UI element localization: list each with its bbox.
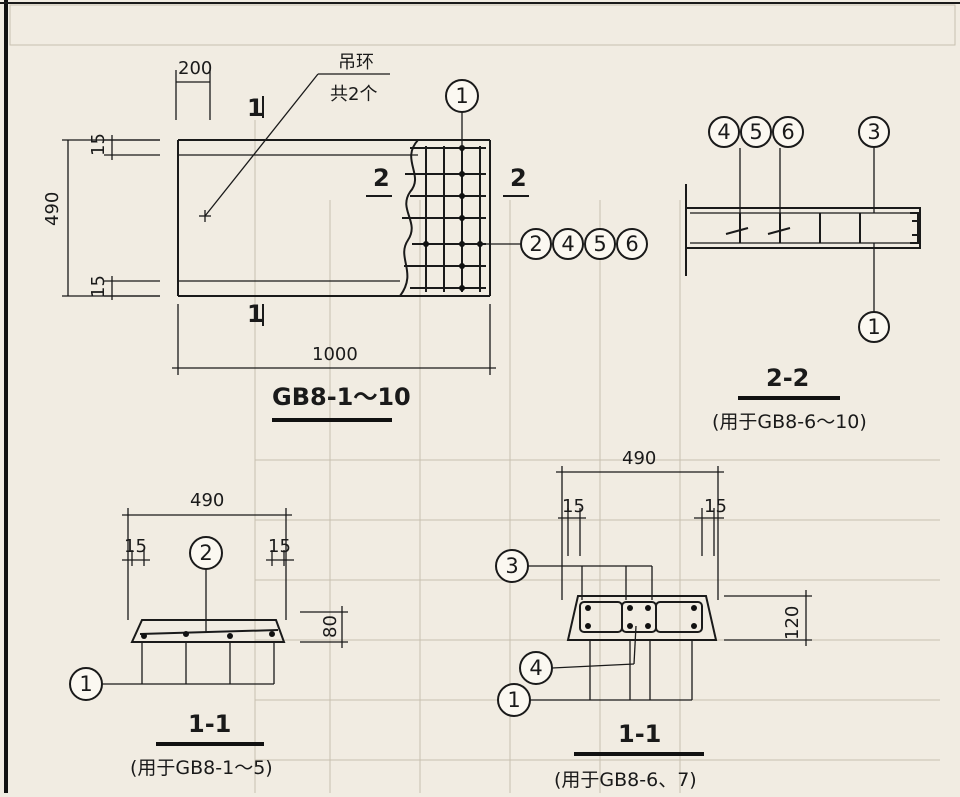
callout-label: 2: [529, 232, 542, 256]
callout-1-label: 1: [455, 84, 468, 108]
dim-top-cover-label: 15: [88, 133, 109, 156]
dim-120-label: 120: [782, 606, 803, 640]
slab-section-b: [566, 595, 718, 641]
section-1-1-a-note: (用于GB8-1～5): [130, 757, 273, 779]
section-2-2: 4 5 6 3 1 2-2 (用于GB8-6～10): [685, 116, 921, 433]
callout-4-label: 4: [529, 656, 542, 680]
cut-mark-1-top: 1: [247, 94, 264, 122]
callout-label: 6: [625, 232, 638, 256]
callout-label: 4: [561, 232, 574, 256]
lifting-ring-label: 吊环: [338, 52, 374, 73]
dim-490-label: 490: [190, 490, 224, 511]
dim-right-label: 15: [268, 536, 291, 557]
callout-label: 5: [593, 232, 606, 256]
lifting-ring-count: 共2个: [330, 84, 377, 105]
section-2-2-outline: [685, 207, 921, 249]
lifting-ring-leader: [204, 73, 319, 217]
section-2-2-title: 2-2: [766, 364, 809, 392]
callout-1-label: 1: [867, 315, 880, 339]
plan-title: GB8-1～10: [272, 383, 411, 411]
dim-200-label: 200: [178, 58, 212, 79]
callout-3-label: 3: [505, 554, 518, 578]
callout-1-label: 1: [507, 688, 520, 712]
cut-mark-2-left: 2: [373, 164, 390, 192]
dim-left-label: 15: [124, 536, 147, 557]
dim-1000-label: 1000: [312, 344, 358, 365]
callout-circle: [445, 79, 479, 113]
section-1-1-a-title: 1-1: [188, 710, 231, 738]
callout-label: 5: [749, 120, 762, 144]
section-1-1-a: 490 15 15 80 2 1 1-1 (用于G: [69, 490, 348, 779]
section-1-1-b-title: 1-1: [618, 720, 661, 748]
section-2-2-note: (用于GB8-6～10): [712, 411, 867, 433]
callout-label: 4: [717, 120, 730, 144]
dim-80-label: 80: [320, 615, 341, 638]
dim-490-label: 490: [622, 448, 656, 469]
dim-left-label: 15: [562, 496, 585, 517]
callout-label: 6: [781, 120, 794, 144]
slab-section-a: [130, 619, 286, 643]
dim-bottom-cover-label: 15: [88, 275, 109, 298]
dim-490-label: 490: [42, 192, 63, 226]
dim-right-label: 15: [704, 496, 727, 517]
callout-3-label: 3: [867, 120, 880, 144]
cut-mark-1-bottom: 1: [247, 300, 264, 328]
rebar-mesh: [402, 145, 486, 292]
callout-group-right: 2 4 5 6: [520, 228, 648, 260]
section-1-1-b-note: (用于GB8-6、7): [554, 769, 697, 791]
callout-1-label: 1: [79, 672, 92, 696]
plan-view: 200 490 15 15: [42, 52, 648, 422]
callout-2-label: 2: [199, 541, 212, 565]
cut-mark-2-right: 2: [510, 164, 527, 192]
section-1-1-b: 490 15 15 120: [495, 448, 812, 791]
